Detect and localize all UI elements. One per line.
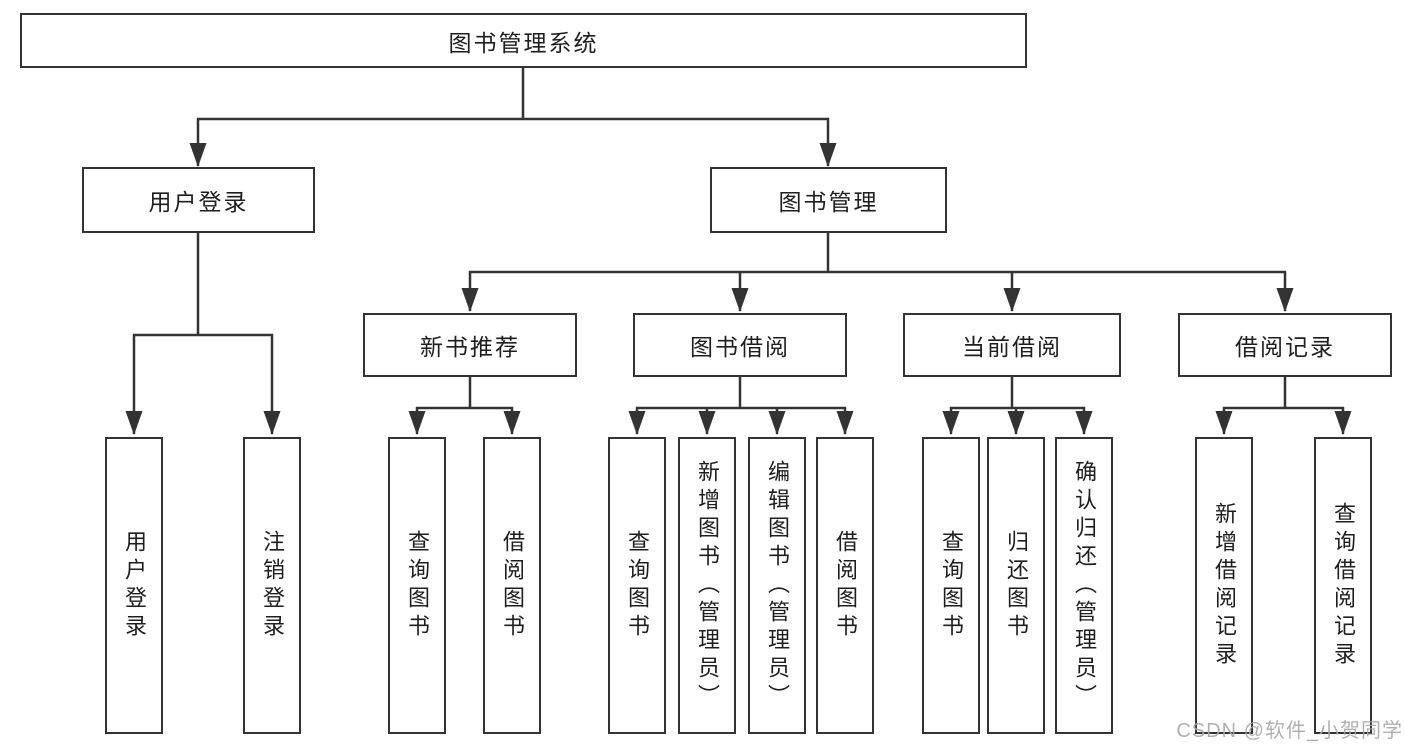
leaf-logout: 注销登录: [243, 437, 301, 734]
csdn-watermark: CSDN @软件_小贺同学: [1176, 720, 1403, 742]
connector-root-to-branches: [189, 68, 837, 167]
leaf-query-borrow-record: 查询借阅记录: [1314, 437, 1372, 734]
leaf-edit-book-admin: 编辑图书（管理员）: [748, 437, 806, 734]
leaf-user-login: 用户登录: [105, 437, 163, 734]
leaf-return-books: 归还图书: [987, 437, 1045, 734]
connector-current-borrow-to-leaves: [942, 377, 1093, 435]
node-library-management-system: 图书管理系统: [20, 13, 1027, 68]
node-new-book-recommend: 新书推荐: [363, 313, 577, 377]
node-borrow-records: 借阅记录: [1178, 313, 1392, 377]
leaf-confirm-return-admin: 确认归还（管理员）: [1055, 437, 1113, 734]
leaf-query-books-current: 查询图书: [922, 437, 980, 734]
node-current-borrow: 当前借阅: [903, 313, 1121, 377]
connector-book-management-to-sections: [461, 233, 1294, 312]
connector-new-book-recommend-to-leaves: [408, 377, 521, 435]
connector-borrow-records-to-leaves: [1215, 377, 1352, 435]
leaf-add-book-admin: 新增图书（管理员）: [678, 437, 736, 734]
node-book-management-branch: 图书管理: [710, 167, 947, 233]
leaf-add-borrow-record: 新增借阅记录: [1195, 437, 1253, 734]
leaf-borrow-books: 借阅图书: [816, 437, 874, 734]
node-user-login-branch: 用户登录: [82, 167, 315, 233]
leaf-borrow-books-recommend: 借阅图书: [483, 437, 541, 734]
node-book-borrow: 图书借阅: [633, 313, 847, 377]
leaf-query-books-borrow: 查询图书: [608, 437, 666, 734]
leaf-query-books-recommend: 查询图书: [388, 437, 446, 734]
connector-user-login-to-leaves: [125, 233, 281, 435]
connector-book-borrow-to-leaves: [628, 377, 854, 435]
